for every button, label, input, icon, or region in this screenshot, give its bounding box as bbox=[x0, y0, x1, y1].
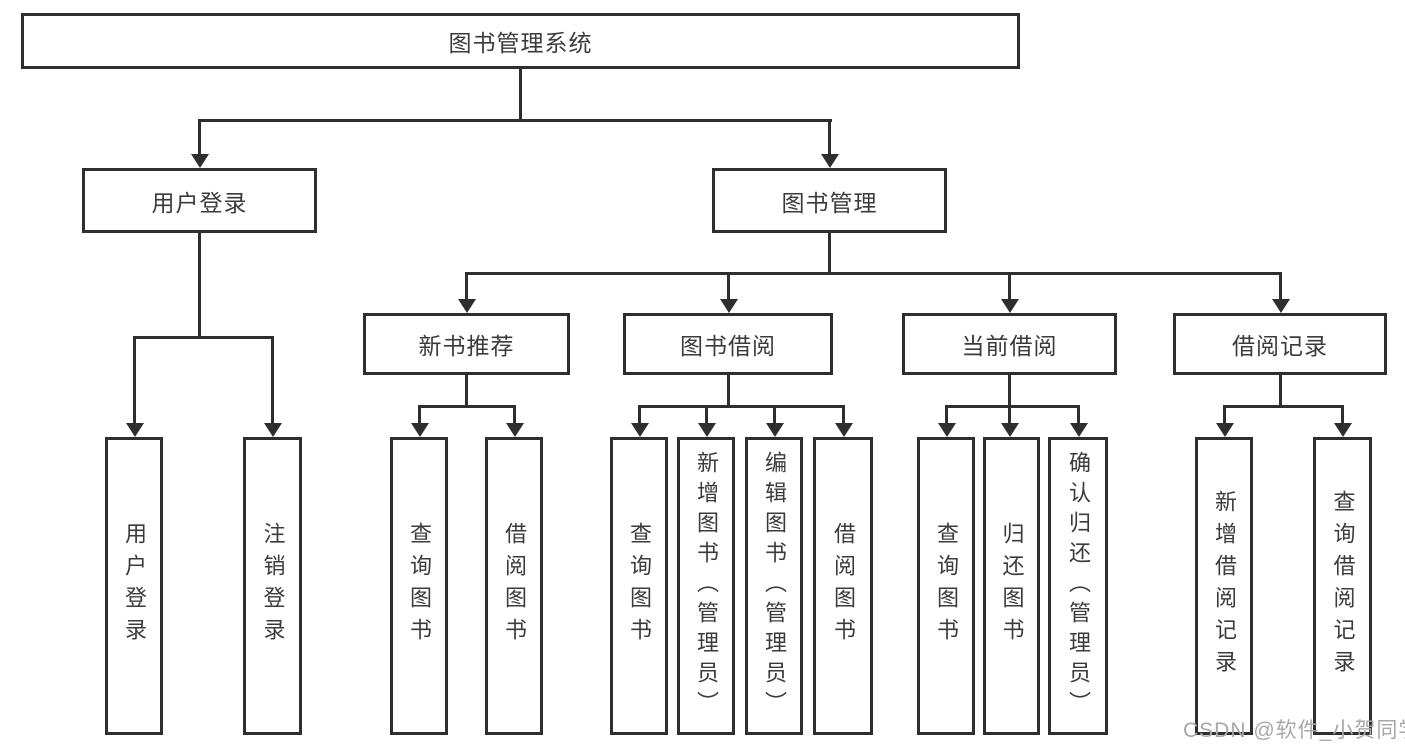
arrow-down-icon bbox=[411, 423, 429, 437]
node-box-leaf-query-record: 查询借阅记录 bbox=[1313, 437, 1372, 735]
arrow-down-icon bbox=[821, 154, 839, 168]
connector-line bbox=[945, 405, 948, 425]
arrow-down-icon bbox=[938, 423, 956, 437]
node-label-leaf-confirm-return: 确认归还（管理员） bbox=[1066, 451, 1091, 721]
connector-line bbox=[133, 336, 274, 339]
node-label-leaf-add-record: 新增借阅记录 bbox=[1212, 490, 1237, 682]
node-box-leaf-logout: 注销登录 bbox=[243, 437, 302, 735]
node-label-leaf-query-record: 查询借阅记录 bbox=[1330, 490, 1356, 682]
node-label-leaf-return-book: 归还图书 bbox=[999, 522, 1025, 650]
connector-line bbox=[828, 119, 831, 156]
connector-line bbox=[945, 405, 1080, 408]
connector-line bbox=[465, 375, 468, 408]
node-label-leaf-edit-book: 编辑图书（管理员） bbox=[762, 451, 787, 721]
arrow-down-icon bbox=[631, 423, 649, 437]
arrow-down-icon bbox=[126, 423, 144, 437]
node-box-leaf-query-book-1: 查询图书 bbox=[390, 437, 448, 735]
connector-line bbox=[705, 405, 708, 425]
node-box-leaf-return-book: 归还图书 bbox=[983, 437, 1040, 735]
node-label-leaf-query-book-1: 查询图书 bbox=[407, 522, 432, 650]
node-box-user-login: 用户登录 bbox=[82, 168, 317, 233]
node-label-book-mgmt: 图书管理 bbox=[781, 189, 878, 216]
connector-line bbox=[773, 405, 776, 425]
node-label-borrow-records: 借阅记录 bbox=[1232, 333, 1328, 359]
connector-line bbox=[1008, 272, 1011, 301]
node-box-leaf-query-book-2: 查询图书 bbox=[610, 437, 668, 735]
node-label-root: 图书管理系统 bbox=[448, 30, 593, 56]
arrow-down-icon bbox=[766, 423, 784, 437]
connector-line bbox=[133, 336, 136, 425]
csdn-watermark: CSDN @软件_小贺同学 bbox=[1183, 719, 1405, 742]
arrow-down-icon bbox=[1272, 299, 1290, 313]
node-box-borrow-records: 借阅记录 bbox=[1173, 313, 1387, 375]
node-box-leaf-add-record: 新增借阅记录 bbox=[1195, 437, 1253, 735]
connector-line bbox=[198, 119, 832, 122]
arrow-down-icon bbox=[1334, 423, 1352, 437]
node-label-leaf-query-book-2: 查询图书 bbox=[627, 522, 652, 650]
node-label-current-borrow: 当前借阅 bbox=[961, 333, 1058, 359]
connector-line bbox=[465, 272, 468, 301]
connector-line bbox=[1279, 272, 1282, 301]
node-label-leaf-query-book-3: 查询图书 bbox=[934, 522, 959, 650]
node-box-leaf-user-login: 用户登录 bbox=[105, 437, 163, 735]
node-label-leaf-logout: 注销登录 bbox=[260, 522, 286, 650]
arrow-down-icon bbox=[698, 423, 716, 437]
node-label-leaf-borrow-book-2: 借阅图书 bbox=[831, 522, 856, 650]
node-box-leaf-borrow-book-1: 借阅图书 bbox=[485, 437, 543, 735]
connector-line bbox=[1341, 405, 1344, 425]
node-label-leaf-borrow-book-1: 借阅图书 bbox=[502, 522, 527, 650]
node-box-book-mgmt: 图书管理 bbox=[712, 168, 947, 233]
node-box-new-book-rec: 新书推荐 bbox=[363, 313, 570, 375]
connector-line bbox=[519, 69, 522, 120]
arrow-down-icon bbox=[1216, 423, 1234, 437]
connector-line bbox=[1223, 405, 1226, 425]
connector-line bbox=[1279, 375, 1282, 408]
connector-line bbox=[1077, 405, 1080, 425]
arrow-down-icon bbox=[835, 423, 853, 437]
node-box-leaf-edit-book: 编辑图书（管理员） bbox=[745, 437, 803, 735]
node-label-new-book-rec: 新书推荐 bbox=[418, 333, 515, 359]
connector-line bbox=[1008, 405, 1011, 425]
connector-line bbox=[271, 336, 274, 425]
arrow-down-icon bbox=[1001, 423, 1019, 437]
connector-line bbox=[418, 405, 516, 408]
node-label-leaf-user-login: 用户登录 bbox=[122, 522, 147, 650]
connector-line bbox=[1008, 375, 1011, 408]
connector-line bbox=[727, 375, 730, 408]
node-label-book-borrow: 图书借阅 bbox=[680, 333, 776, 359]
node-box-root: 图书管理系统 bbox=[21, 13, 1020, 69]
connector-line bbox=[513, 405, 516, 425]
arrow-down-icon bbox=[1001, 299, 1019, 313]
node-label-leaf-add-book: 新增图书（管理员） bbox=[694, 451, 719, 721]
connector-line bbox=[198, 119, 201, 156]
connector-line bbox=[638, 405, 845, 408]
arrow-down-icon bbox=[191, 154, 209, 168]
arrow-down-icon bbox=[458, 299, 476, 313]
node-box-leaf-confirm-return: 确认归还（管理员） bbox=[1048, 437, 1108, 735]
connector-line bbox=[638, 405, 641, 425]
arrow-down-icon bbox=[264, 423, 282, 437]
node-box-leaf-add-book: 新增图书（管理员） bbox=[677, 437, 735, 735]
connector-line bbox=[198, 233, 201, 339]
connector-line bbox=[465, 272, 1282, 275]
node-box-book-borrow: 图书借阅 bbox=[623, 313, 833, 375]
node-box-leaf-borrow-book-2: 借阅图书 bbox=[813, 437, 873, 735]
arrow-down-icon bbox=[506, 423, 524, 437]
arrow-down-icon bbox=[1070, 423, 1088, 437]
connector-line bbox=[418, 405, 421, 425]
node-box-leaf-query-book-3: 查询图书 bbox=[917, 437, 975, 735]
connector-line bbox=[1223, 405, 1344, 408]
node-label-user-login: 用户登录 bbox=[151, 189, 248, 216]
node-box-current-borrow: 当前借阅 bbox=[902, 313, 1117, 375]
connector-line bbox=[842, 405, 845, 425]
connector-line bbox=[727, 272, 730, 301]
connector-line bbox=[828, 233, 831, 275]
arrow-down-icon bbox=[720, 299, 738, 313]
